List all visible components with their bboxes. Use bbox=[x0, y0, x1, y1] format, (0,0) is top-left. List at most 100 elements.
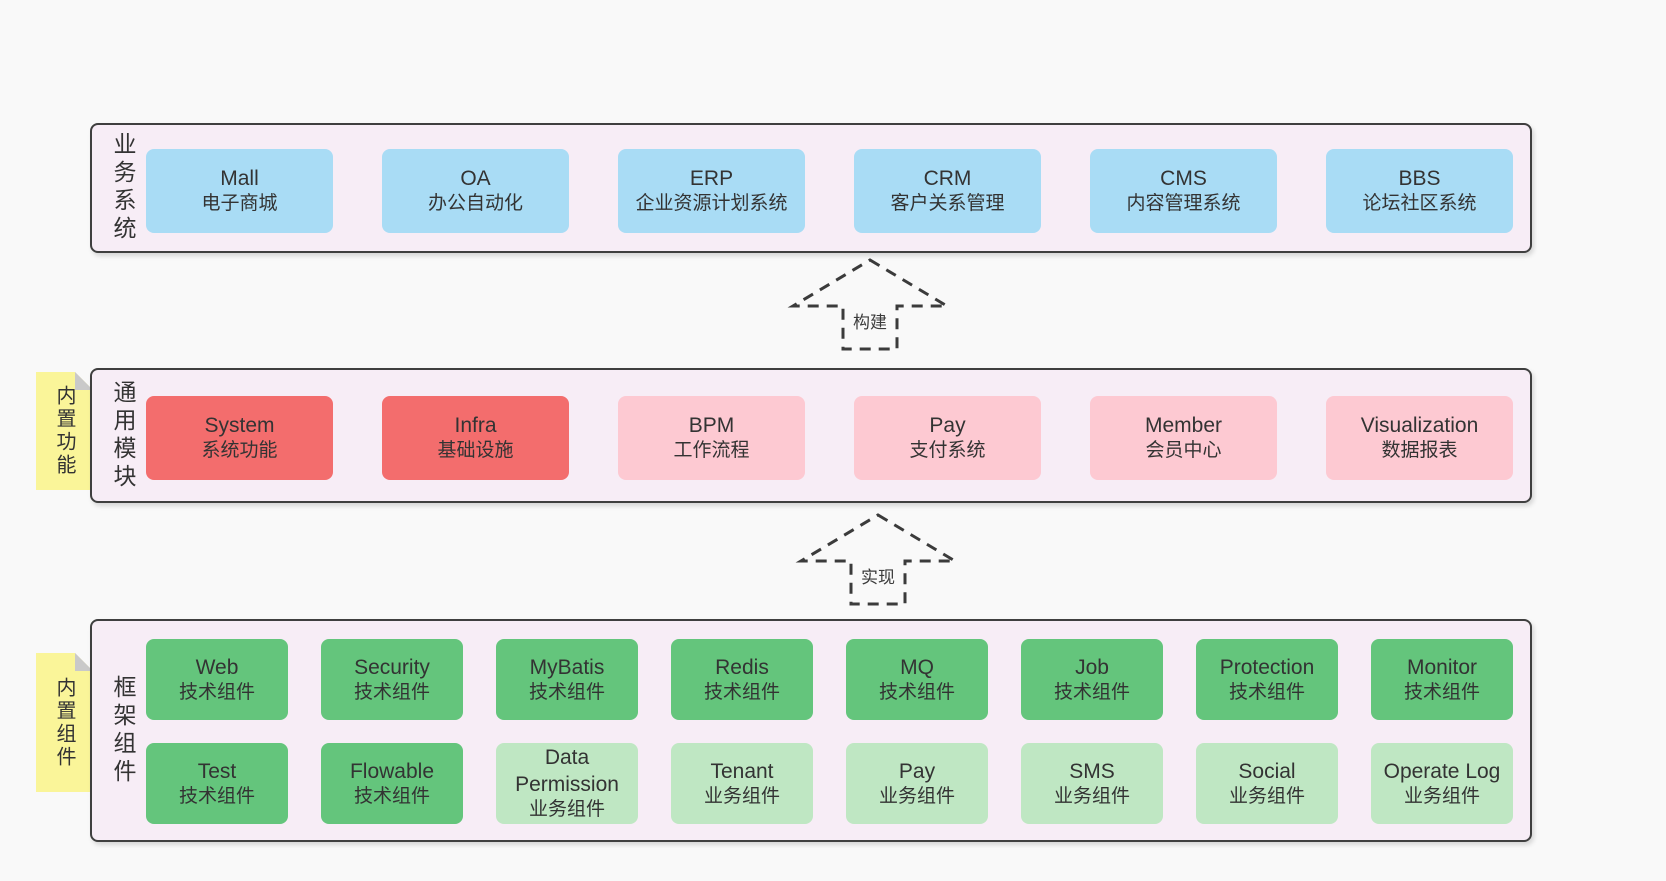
box-cms: CMS 内容管理系统 bbox=[1090, 149, 1277, 233]
box-subtitle: 技术组件 bbox=[1403, 681, 1480, 703]
box-title: Test bbox=[197, 759, 237, 783]
box-subtitle: 论坛社区系统 bbox=[1362, 193, 1477, 215]
box-subtitle: 业务组件 bbox=[1053, 785, 1130, 807]
box-infra: Infra 基础设施 bbox=[382, 396, 569, 480]
box-subtitle: 技术组件 bbox=[353, 785, 430, 807]
box-visualization: Visualization 数据报表 bbox=[1326, 396, 1513, 480]
box-subtitle: 电子商城 bbox=[201, 193, 278, 215]
box-subtitle: 业务组件 bbox=[703, 785, 780, 807]
box-title: CRM bbox=[923, 167, 972, 190]
box-title: MyBatis bbox=[529, 655, 605, 679]
box-title: Security bbox=[354, 655, 430, 679]
box-system: System 系统功能 bbox=[146, 396, 333, 480]
box-subtitle: 工作流程 bbox=[673, 440, 750, 462]
box-subtitle: 系统功能 bbox=[201, 440, 278, 462]
box-title: CMS bbox=[1160, 167, 1207, 190]
band-common-modules: 通用模块 System 系统功能 Infra 基础设施 BPM 工作流程 Pay 支付系统 Me… bbox=[90, 368, 1532, 503]
sticky-note-label: 内置组件 bbox=[53, 676, 75, 769]
box-bbs: BBS 论坛社区系统 bbox=[1326, 149, 1513, 233]
box-subtitle: 会员中心 bbox=[1145, 440, 1222, 462]
box-erp: ERP 企业资源计划系统 bbox=[618, 149, 805, 233]
box-subtitle: 业务组件 bbox=[878, 785, 955, 807]
box-subtitle: 内容管理系统 bbox=[1126, 193, 1241, 215]
box-title: OA bbox=[460, 167, 491, 190]
box-subtitle: 技术组件 bbox=[703, 681, 780, 703]
sticky-note-built-in-components: 内置组件 bbox=[36, 653, 93, 792]
box-title: Job bbox=[1075, 655, 1109, 679]
box-title: Visualization bbox=[1360, 414, 1479, 437]
box-subtitle: 技术组件 bbox=[528, 681, 605, 703]
band-label: 通用模块 bbox=[110, 379, 136, 492]
box-mall: Mall 电子商城 bbox=[146, 149, 333, 233]
box-subtitle: 业务组件 bbox=[528, 798, 605, 820]
box-title: Social bbox=[1238, 759, 1296, 783]
box-subtitle: 企业资源计划系统 bbox=[635, 193, 788, 215]
box-title: Member bbox=[1144, 414, 1223, 437]
box-title: BBS bbox=[1398, 167, 1441, 190]
sticky-note-built-in-features: 内置功能 bbox=[36, 372, 93, 490]
box-title: Pay bbox=[898, 759, 936, 783]
box-title: System bbox=[204, 414, 275, 437]
dashed-up-arrow-icon bbox=[787, 258, 953, 351]
arrow-label: 实现 bbox=[861, 568, 895, 587]
box-title: ERP bbox=[689, 167, 734, 190]
box-title: Protection bbox=[1219, 655, 1315, 679]
box-title: Pay bbox=[929, 414, 966, 437]
box-subtitle: 技术组件 bbox=[178, 785, 255, 807]
box-title: Data Permission bbox=[515, 746, 619, 796]
dashed-up-arrow-icon bbox=[795, 513, 961, 606]
box-title: SMS bbox=[1069, 759, 1115, 783]
arrow-implement: 实现 bbox=[793, 511, 963, 608]
box-subtitle: 业务组件 bbox=[1403, 785, 1480, 807]
sticky-note-label: 内置功能 bbox=[53, 385, 75, 477]
box-bpm: BPM 工作流程 bbox=[618, 396, 805, 480]
box-title: Tenant bbox=[710, 759, 774, 783]
box-row: System 系统功能 Infra 基础设施 BPM 工作流程 Pay 支付系统 Member 会… bbox=[92, 396, 1513, 480]
arrow-label: 构建 bbox=[853, 313, 887, 332]
box-title: MQ bbox=[900, 655, 934, 679]
band-label: 业务系统 bbox=[110, 132, 136, 244]
box-title: Mall bbox=[220, 167, 259, 190]
box-subtitle: 技术组件 bbox=[1053, 681, 1130, 703]
box-pay: Pay 支付系统 bbox=[854, 396, 1041, 480]
band-label: 框架组件 bbox=[110, 674, 136, 787]
box-title: Infra bbox=[454, 414, 497, 437]
box-subtitle: 支付系统 bbox=[909, 440, 986, 462]
box-title: Monitor bbox=[1406, 655, 1478, 679]
box-subtitle: 业务组件 bbox=[1228, 785, 1305, 807]
box-member: Member 会员中心 bbox=[1090, 396, 1277, 480]
box-title: BPM bbox=[688, 414, 735, 437]
box-title: Operate Log bbox=[1383, 759, 1501, 783]
box-title: Web bbox=[195, 655, 239, 679]
arrow-build: 构建 bbox=[785, 256, 955, 353]
box-subtitle: 技术组件 bbox=[353, 681, 430, 703]
box-subtitle: 技术组件 bbox=[878, 681, 955, 703]
box-subtitle: 技术组件 bbox=[178, 681, 255, 703]
box-subtitle: 客户关系管理 bbox=[890, 193, 1005, 215]
box-title: Redis bbox=[715, 655, 769, 679]
box-subtitle: 数据报表 bbox=[1381, 440, 1458, 462]
box-subtitle: 基础设施 bbox=[437, 440, 514, 462]
box-crm: CRM 客户关系管理 bbox=[854, 149, 1041, 233]
